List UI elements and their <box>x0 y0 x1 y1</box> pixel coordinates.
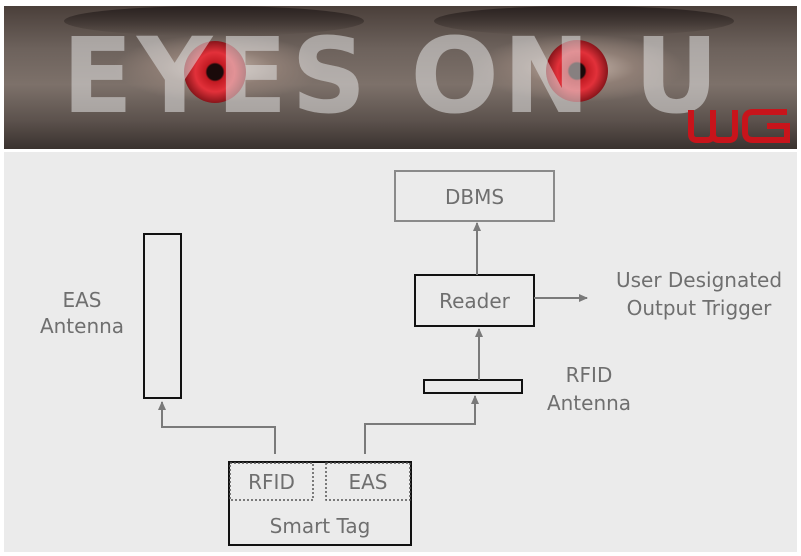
dbms-box <box>394 170 555 222</box>
eas-antenna-label-line2: Antenna <box>39 314 125 338</box>
rfid-antenna-label-line2: Antenna <box>546 391 632 415</box>
eas-antenna-label-line1: EAS <box>62 288 102 312</box>
rfid-tag-dashed-box <box>229 462 314 501</box>
left-red-eye <box>184 41 246 103</box>
output-trigger-label-line2: Output Trigger <box>626 296 772 320</box>
reader-label: Reader <box>439 289 510 313</box>
banner-title: EYES ON U <box>62 15 723 137</box>
reader-box <box>414 274 535 327</box>
eas-antenna-box <box>143 233 182 399</box>
diagram-area: DBMS Reader User Designated Output Trigg… <box>4 152 797 552</box>
rfid-tag-label: RFID <box>248 470 295 494</box>
right-brow-shading <box>434 6 734 36</box>
smart-tag-label: Smart Tag <box>269 514 371 538</box>
ug-logo-icon <box>688 109 790 143</box>
smarttag-to-eas-antenna-arrow <box>158 401 276 454</box>
smarttag-to-rfid-antenna-arrow <box>364 395 479 454</box>
dbms-label: DBMS <box>444 185 505 209</box>
rfid-antenna-bar <box>423 379 523 394</box>
system-diagram <box>143 170 588 546</box>
eas-tag-dashed-box <box>325 462 411 501</box>
rfid-antenna-label-line1: RFID <box>565 363 613 387</box>
right-red-eye <box>546 40 608 102</box>
header-banner: EYES ON U <box>4 6 797 149</box>
output-trigger-label-line1: User Designated <box>615 268 783 292</box>
left-brow-shading <box>64 6 364 36</box>
eas-tag-label: EAS <box>348 470 388 494</box>
smart-tag-box <box>228 461 412 546</box>
